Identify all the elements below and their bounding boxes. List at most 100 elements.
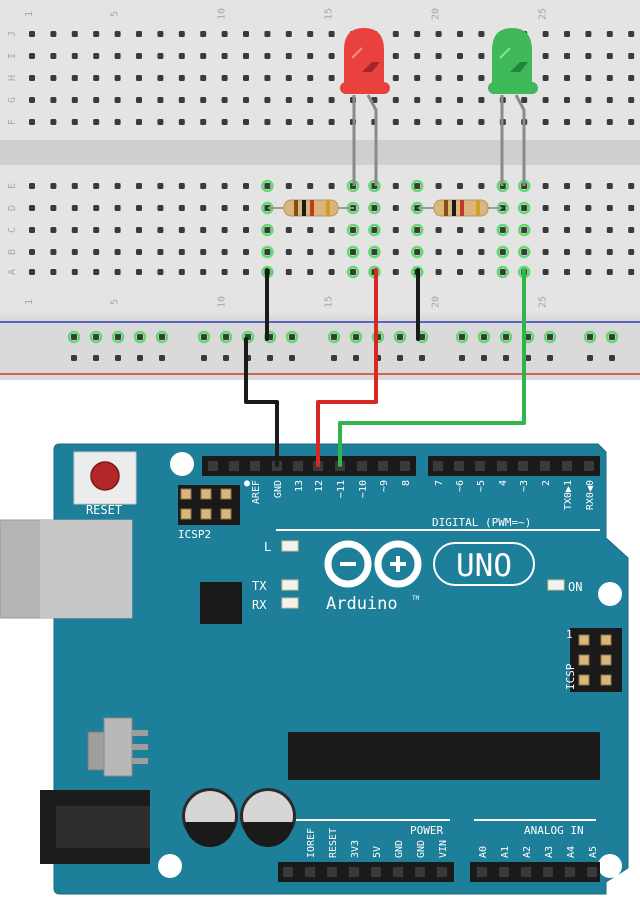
header-socket xyxy=(415,867,425,877)
breadboard-hole xyxy=(178,249,185,255)
breadboard-hole xyxy=(542,183,549,189)
column-number: 25 xyxy=(538,296,549,308)
breadboard-hole xyxy=(200,249,207,255)
breadboard-hole xyxy=(542,31,549,37)
breadboard-hole xyxy=(136,269,142,275)
header-socket xyxy=(208,461,218,471)
breadboard-hole xyxy=(136,31,142,37)
resistor-2 xyxy=(418,199,502,217)
breadboard-hole xyxy=(50,119,57,125)
breadboard-hole xyxy=(29,97,35,103)
pin-label: VIN xyxy=(438,840,449,858)
trademark: TM xyxy=(412,595,420,602)
breadboard-hole xyxy=(221,53,228,59)
breadboard-hole xyxy=(564,205,570,211)
breadboard-hole xyxy=(564,269,570,275)
connected-hole xyxy=(499,330,513,344)
row-letter: D xyxy=(7,205,18,211)
icsp-header xyxy=(570,628,622,692)
breadboard-hole xyxy=(542,249,549,255)
breadboard-hole xyxy=(457,227,463,233)
breadboard-hole xyxy=(50,227,57,233)
column-number: 5 xyxy=(110,11,121,17)
breadboard-hole xyxy=(478,97,485,103)
header-socket xyxy=(562,461,572,471)
breadboard-hole xyxy=(564,97,570,103)
breadboard-hole xyxy=(585,75,592,81)
breadboard-hole xyxy=(157,205,164,211)
row-letter: E xyxy=(7,183,18,189)
breadboard-hole xyxy=(136,97,142,103)
breadboard-hole xyxy=(478,269,485,275)
connected-hole xyxy=(261,245,274,259)
header-socket xyxy=(499,867,509,877)
rail-hole xyxy=(331,334,337,340)
breadboard-hole xyxy=(499,205,506,211)
breadboard-hole xyxy=(136,205,142,211)
pin-label: GND xyxy=(273,480,284,498)
resistor-band xyxy=(444,200,448,216)
mounting-hole xyxy=(170,452,194,476)
breadboard-hole xyxy=(221,249,228,255)
connected-hole xyxy=(496,245,510,259)
breadboard-hole xyxy=(328,227,335,233)
header-socket xyxy=(378,461,388,471)
uno-badge xyxy=(433,542,535,586)
pin-label: A4 xyxy=(566,846,577,858)
connected-hole xyxy=(455,330,469,344)
breadboard-hole xyxy=(264,53,271,59)
breadboard-hole xyxy=(136,183,142,189)
header-pin xyxy=(220,508,232,520)
rail-hole xyxy=(609,355,615,361)
resistor-band xyxy=(476,200,480,216)
breadboard-hole xyxy=(564,53,570,59)
led-on xyxy=(547,579,565,591)
power-rail xyxy=(0,318,640,378)
breadboard-hole xyxy=(307,269,314,275)
header-socket xyxy=(349,867,359,877)
rail-hole xyxy=(289,334,295,340)
breadboard-hole xyxy=(29,205,35,211)
breadboard-hole xyxy=(285,31,292,37)
header-pin xyxy=(220,488,232,500)
breadboard-hole xyxy=(157,183,164,189)
breadboard-hole xyxy=(93,97,100,103)
breadboard-hole xyxy=(392,249,399,255)
pin-label: AREF xyxy=(251,480,262,504)
microcontroller-chip xyxy=(288,732,600,780)
rail-hole xyxy=(137,355,143,361)
breadboard-hole xyxy=(71,75,78,81)
breadboard-hole xyxy=(628,205,635,211)
breadboard-hole xyxy=(414,249,421,255)
connected-hole xyxy=(285,330,299,344)
analog-label: ANALOG IN xyxy=(524,824,584,837)
breadboard-hole xyxy=(628,269,635,275)
rail-hole xyxy=(201,355,207,361)
pin-label: A1 xyxy=(500,846,511,858)
breadboard-hole xyxy=(457,53,463,59)
breadboard-hole xyxy=(93,53,100,59)
breadboard-hole xyxy=(435,227,442,233)
breadboard-hole xyxy=(457,183,463,189)
breadboard-hole xyxy=(200,205,207,211)
breadboard-hole xyxy=(221,183,228,189)
pin-label: A3 xyxy=(544,846,555,858)
green-led xyxy=(488,28,538,186)
reset-button[interactable] xyxy=(90,461,120,491)
connected-hole xyxy=(346,265,360,279)
header-pin xyxy=(180,488,192,500)
green-led-dome xyxy=(492,28,532,86)
power-header xyxy=(278,862,454,882)
row-letter: H xyxy=(7,75,18,81)
breadboard-hole xyxy=(564,249,570,255)
column-number: 25 xyxy=(538,8,549,20)
connected-hole xyxy=(219,330,233,344)
breadboard-hole xyxy=(350,227,356,233)
icsp2-label: ICSP2 xyxy=(178,528,211,541)
breadboard-hole xyxy=(200,119,207,125)
digital-label: DIGITAL (PWM=~) xyxy=(432,516,531,529)
led-on-label: ON xyxy=(568,580,582,594)
bottom-header-pins xyxy=(283,867,597,877)
rail-hole xyxy=(201,334,207,340)
